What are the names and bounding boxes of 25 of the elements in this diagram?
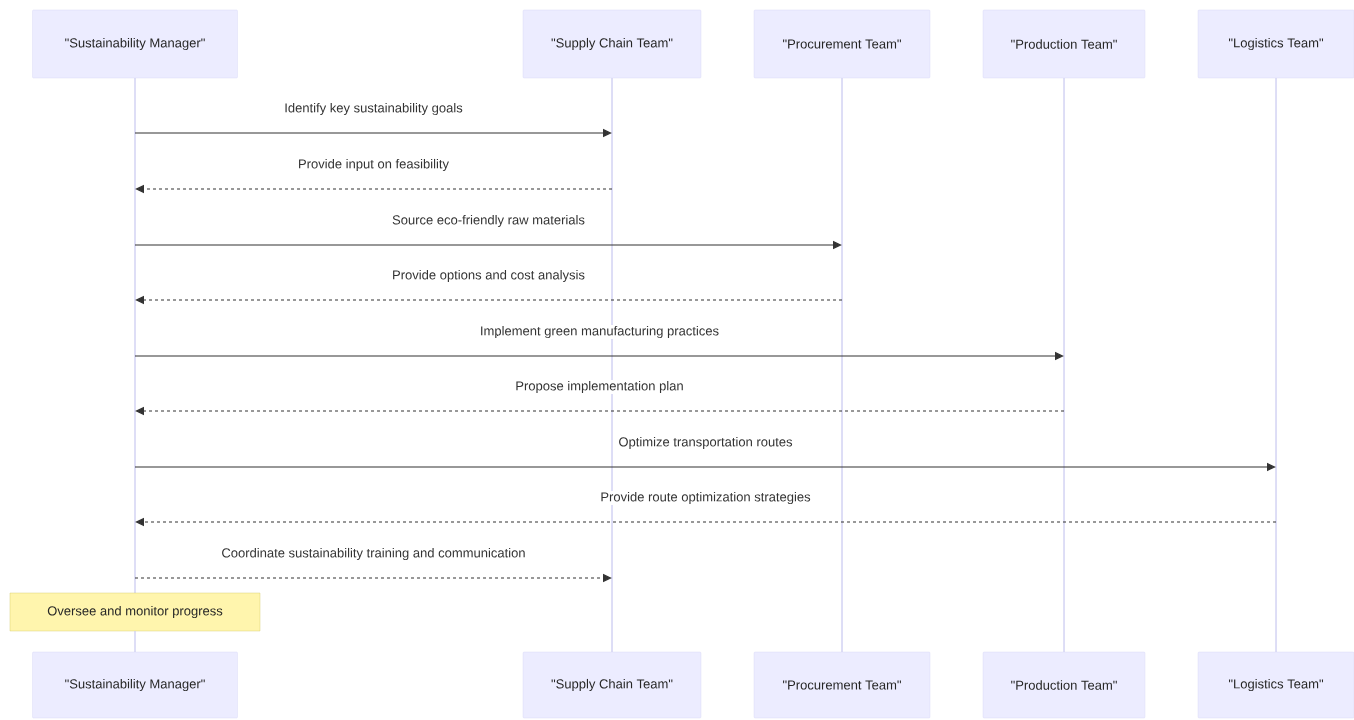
message-label: Implement green manufacturing practices — [478, 324, 721, 340]
lifeline — [1275, 78, 1277, 652]
participant-box: "Logistics Team" — [1197, 9, 1354, 79]
note-box: Oversee and monitor progress — [9, 592, 261, 632]
lifeline — [1063, 78, 1065, 652]
participant-box: "Supply Chain Team" — [522, 9, 702, 79]
participant-box: "Logistics Team" — [1197, 651, 1354, 719]
lifeline — [841, 78, 843, 652]
message-label: Provide options and cost analysis — [391, 268, 586, 284]
participant-box: "Procurement Team" — [753, 651, 931, 719]
participant-box: "Production Team" — [982, 651, 1146, 719]
message-label: Provide route optimization strategies — [599, 490, 812, 506]
message-label: Identify key sustainability goals — [283, 101, 464, 117]
lifeline — [611, 78, 613, 652]
message-label: Optimize transportation routes — [617, 435, 794, 451]
participant-box: "Procurement Team" — [753, 9, 931, 79]
participant-box: "Production Team" — [982, 9, 1146, 79]
message-label: Coordinate sustainability training and communication — [220, 546, 527, 562]
participant-box: "Sustainability Manager" — [32, 651, 238, 719]
participant-box: "Supply Chain Team" — [522, 651, 702, 719]
lifeline — [134, 78, 136, 593]
message-label: Propose implementation plan — [514, 379, 685, 395]
participant-box: "Sustainability Manager" — [32, 9, 238, 79]
message-label: Source eco-friendly raw materials — [391, 213, 586, 229]
message-label: Provide input on feasibility — [297, 157, 450, 173]
